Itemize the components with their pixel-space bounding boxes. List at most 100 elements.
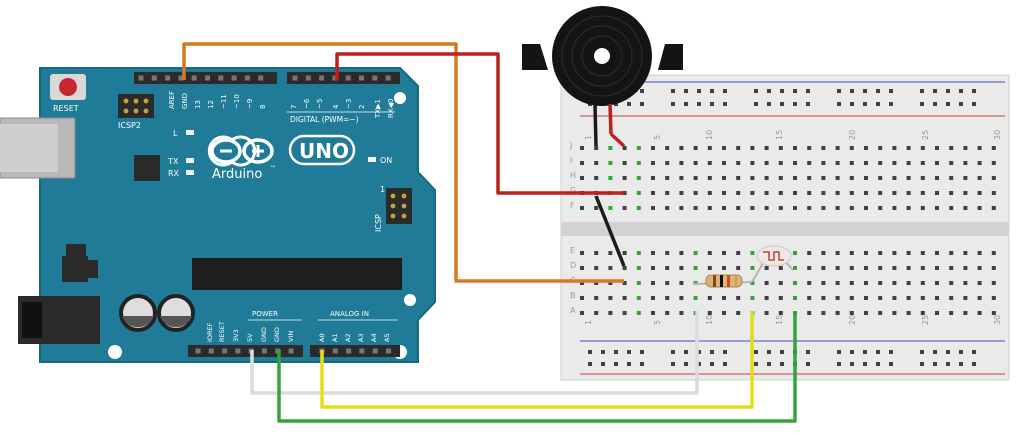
breadboard-hole xyxy=(876,102,880,106)
breadboard-hole xyxy=(991,176,996,180)
breadboard-hole xyxy=(679,311,684,315)
breadboard-hole xyxy=(807,191,812,195)
buzzer-lead-red-bend xyxy=(609,132,626,148)
header-pin xyxy=(319,75,325,81)
pin-label-a4: A4 xyxy=(370,333,378,342)
pin-label-gnd-top: GND xyxy=(181,93,189,109)
breadboard-hole xyxy=(580,296,584,300)
breadboard-hole xyxy=(977,251,982,255)
pin-label-rx0: RX◀0 xyxy=(387,99,395,119)
breadboard-hole xyxy=(793,146,797,150)
reset-button-cap[interactable] xyxy=(59,78,77,96)
breadboard-hole xyxy=(778,161,783,165)
breadboard-hole xyxy=(707,176,712,180)
ldr-trace xyxy=(763,251,784,261)
breadboard-hole xyxy=(679,266,684,270)
breadboard-hole xyxy=(963,266,968,270)
capacitor-left-band xyxy=(122,316,154,328)
breadboard-hole xyxy=(627,102,631,106)
icsp-pin xyxy=(401,203,407,209)
icsp-pin xyxy=(390,193,396,199)
analog-pin-labels: A0 A1 A2 A3 A4 A5 xyxy=(318,333,391,342)
breadboard-hole xyxy=(764,176,769,180)
led-rx xyxy=(186,170,194,175)
breadboard-hole-active xyxy=(636,311,641,315)
breadboard-hole xyxy=(723,102,727,106)
col-number-25-bottom: 25 xyxy=(921,315,930,325)
breadboard-hole xyxy=(750,191,755,195)
breadboard-hole xyxy=(693,206,698,210)
breadboard-hole xyxy=(750,206,755,210)
breadboard-hole xyxy=(864,161,868,165)
col-number-5-top: 5 xyxy=(653,135,662,140)
row-letter-j: J xyxy=(569,141,572,150)
breadboard-hole xyxy=(835,176,840,180)
breadboard-hole xyxy=(821,176,826,180)
breadboard-hole xyxy=(764,311,769,315)
resistor-band-1 xyxy=(713,275,716,287)
breadboard-hole xyxy=(736,266,741,270)
breadboard-hole xyxy=(977,296,982,300)
breadboard-hole xyxy=(665,206,670,210)
breadboard-hole-active xyxy=(636,191,641,195)
digital-header-pins xyxy=(138,75,391,81)
icsp2-header xyxy=(118,94,154,118)
breadboard-hole xyxy=(906,296,911,300)
mount-hole-top-right xyxy=(394,92,406,104)
breadboard-hole xyxy=(710,362,714,366)
pin-label-a0: A0 xyxy=(318,333,326,342)
breadboard-hole xyxy=(778,206,783,210)
breadboard-hole xyxy=(640,89,644,93)
icsp-header-pins xyxy=(390,193,407,219)
breadboard-hole xyxy=(837,350,841,354)
col-number-1-top: 1 xyxy=(584,135,593,140)
breadboard-hole xyxy=(835,296,840,300)
icsp-header xyxy=(386,188,412,224)
breadboard-hole-active xyxy=(750,251,755,255)
breadboard-hole xyxy=(627,350,631,354)
header-pin xyxy=(208,348,214,354)
breadboard-hole xyxy=(876,89,880,93)
breadboard-hole xyxy=(588,362,592,366)
breadboard-hole xyxy=(707,206,712,210)
breadboard-hole xyxy=(793,191,797,195)
led-l-label: L xyxy=(173,129,178,138)
row-letter-d: D xyxy=(570,261,576,270)
wire-black-jumper xyxy=(594,195,626,267)
breadboard-hole xyxy=(889,89,893,93)
icsp2-pin xyxy=(123,98,129,104)
breadboard-hole-active xyxy=(750,281,755,285)
breadboard-hole-active xyxy=(693,266,698,270)
header-pin xyxy=(305,75,311,81)
breadboard-hole xyxy=(651,251,655,255)
breadboard-hole xyxy=(684,102,688,106)
breadboard-hole xyxy=(736,206,741,210)
breadboard-hole xyxy=(977,191,982,195)
col-number-15-bottom: 15 xyxy=(775,315,784,325)
breadboard-hole xyxy=(949,161,954,165)
breadboard-hole xyxy=(906,251,911,255)
breadboard-hole xyxy=(651,176,655,180)
breadboard-hole xyxy=(780,362,784,366)
pin-label-ioref: IOREF xyxy=(206,322,214,342)
breadboard-hole xyxy=(963,191,968,195)
breadboard-hole xyxy=(679,191,684,195)
breadboard-hole xyxy=(878,251,883,255)
breadboard-hole xyxy=(665,281,670,285)
breadboard-hole xyxy=(991,251,996,255)
pin-label-reset: RESET xyxy=(218,321,226,342)
breadboard-hole xyxy=(594,266,599,270)
col-number-20-bottom: 20 xyxy=(848,315,857,325)
breadboard-hole xyxy=(806,102,810,106)
pin-label-tx1: TX▶1 xyxy=(374,99,382,119)
breadboard-hole xyxy=(594,251,599,255)
breadboard-hole xyxy=(750,176,755,180)
breadboard-hole xyxy=(679,146,684,150)
breadboard-hole xyxy=(722,296,726,300)
breadboard-hole xyxy=(935,206,939,210)
breadboard-hole xyxy=(878,176,883,180)
breadboard-hole-active xyxy=(608,146,613,150)
breadboard-hole xyxy=(594,311,599,315)
breadboard-hole xyxy=(693,161,698,165)
breadboard-hole xyxy=(876,362,880,366)
